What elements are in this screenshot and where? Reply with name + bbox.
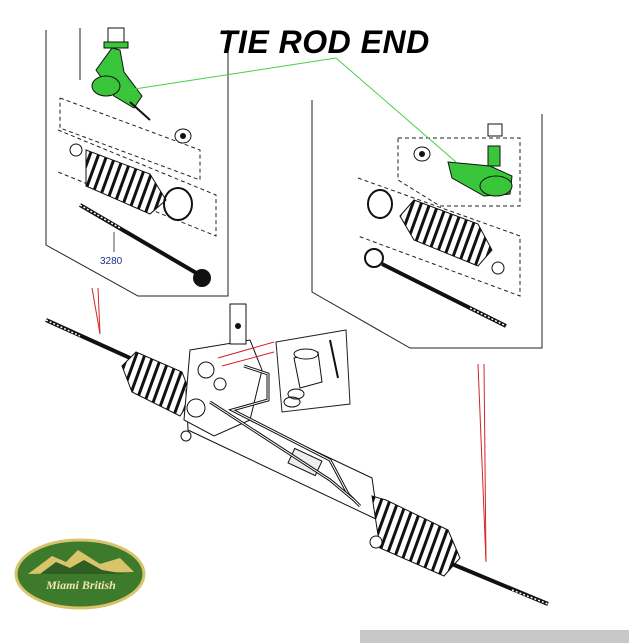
right-tie-rod-end-part [447,123,513,197]
right-dashed-group-mid [357,177,521,297]
left-nut-part [174,128,192,144]
left-clamp-ring-part [163,187,193,221]
miami-british-logo [14,538,146,610]
right-bellows-boot-part [399,199,493,267]
main-rack-assembly [45,303,549,606]
right-nut-part [413,146,431,162]
red-leader-lines [91,287,487,563]
right-clamp-ring-part [367,189,393,219]
left-inner-tie-rod-part [78,203,211,287]
logo-text: Miami British [46,578,116,592]
right-detail-panel [311,100,543,349]
left-dashed-group-top [59,97,201,181]
title-callout-lines [127,57,457,163]
diagram-title: TIE ROD END [218,24,430,60]
left-detail-panel [45,28,229,297]
right-inner-tie-rod-part [364,248,507,328]
bottom-grey-strip [360,630,629,643]
valve-detail-inset [275,329,351,413]
part-number-label: 3280 [100,256,123,267]
left-clip-part [69,143,83,157]
left-bellows-boot-part [85,149,167,215]
right-dashed-group-top [397,137,521,207]
right-clip-part [491,261,505,275]
left-tie-rod-end-part [91,27,151,121]
